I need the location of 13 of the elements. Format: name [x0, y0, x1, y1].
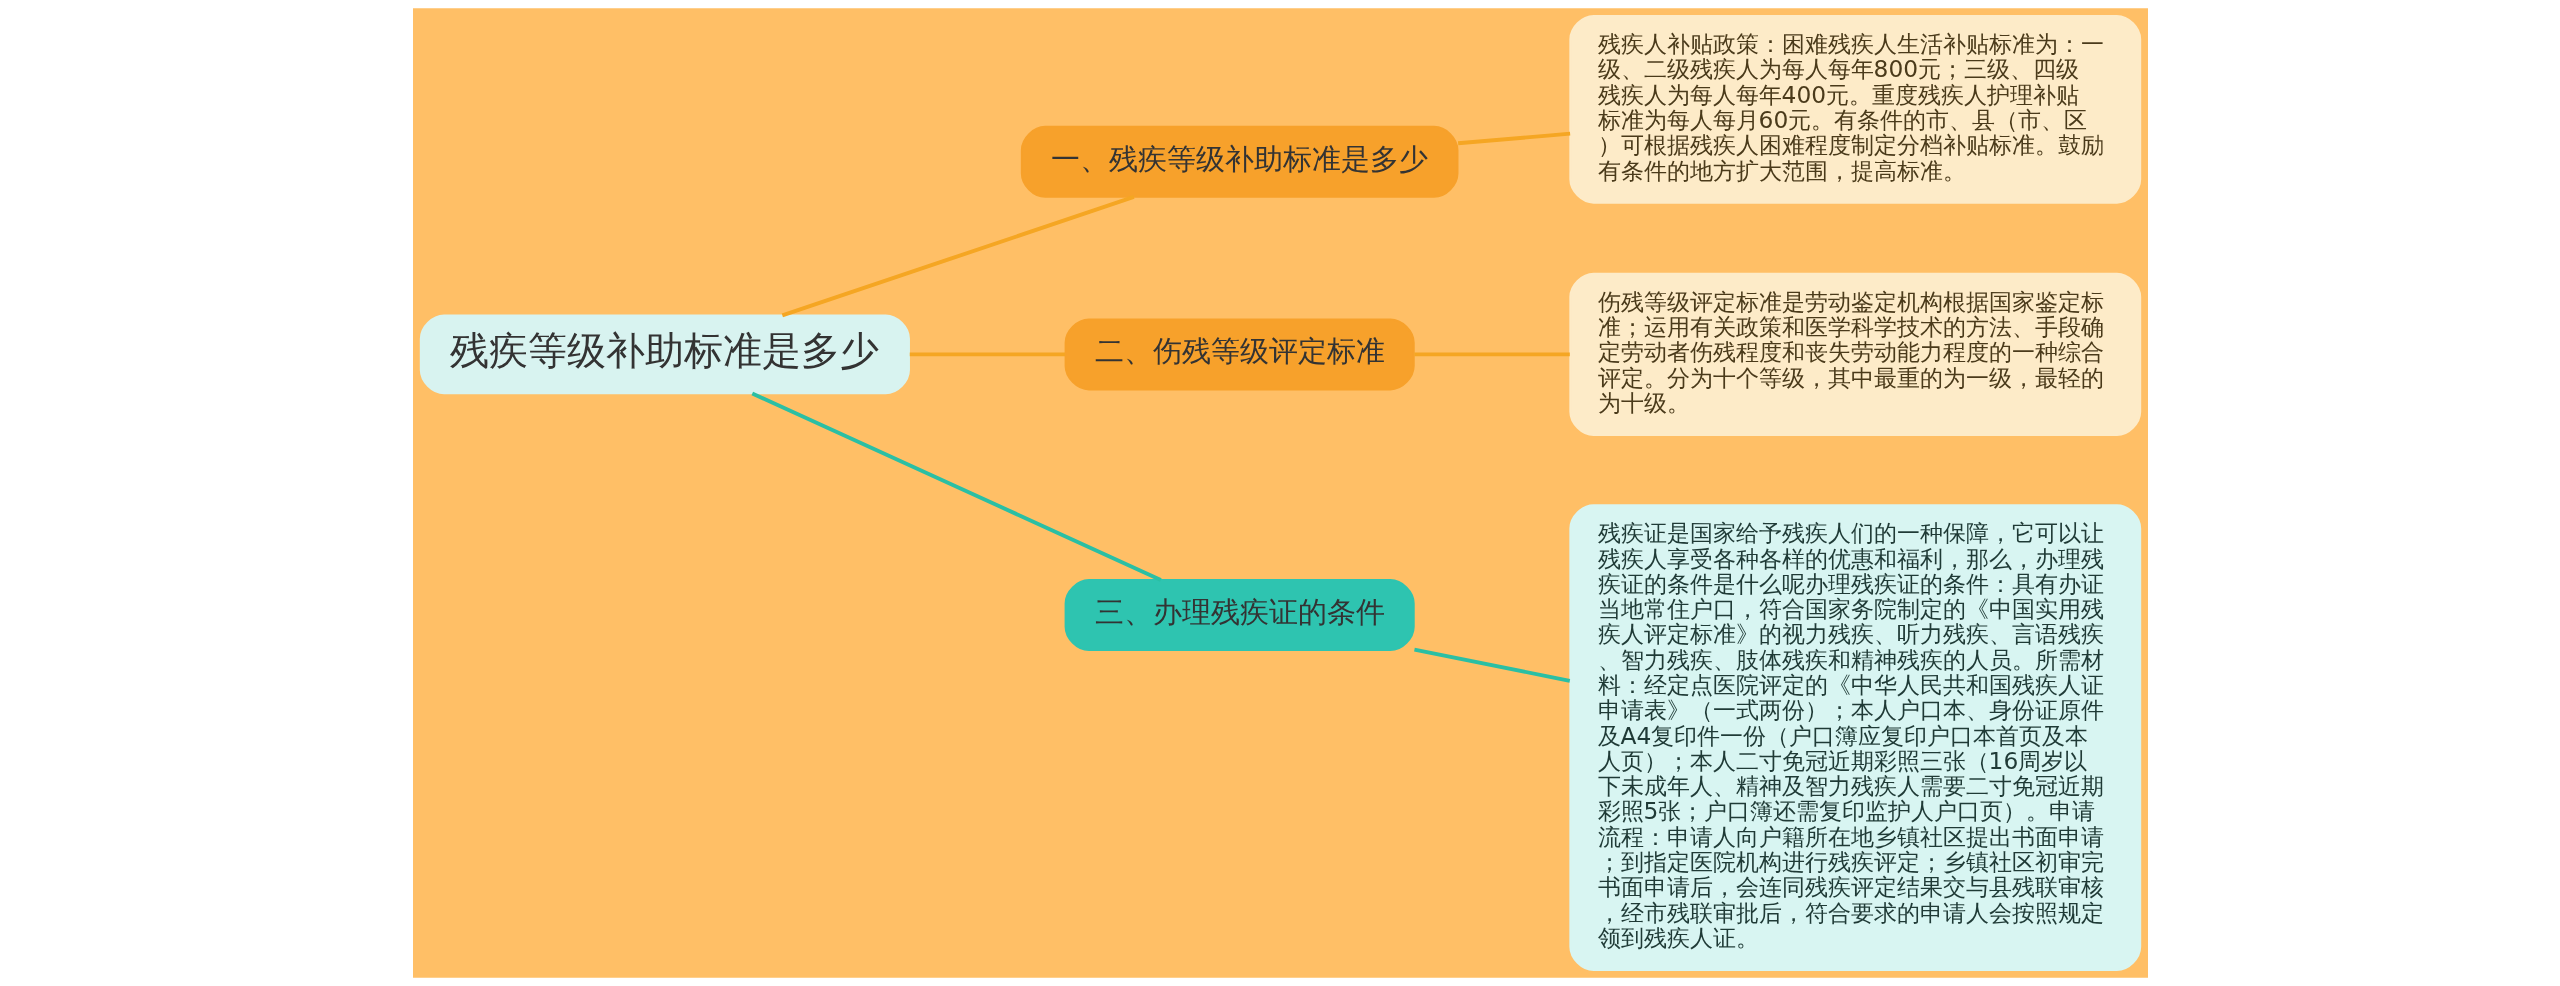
node-box: 残疾等级补助标准是多少	[419, 314, 910, 395]
connector	[1413, 352, 1570, 357]
connector	[1413, 647, 1570, 683]
connector	[751, 391, 1162, 582]
node-box: 残疾人补贴政策：困难残疾人生活补贴标准为：一级、二级残疾人为每人每年800元；三级、四级残疾人为每人每年400元。重度残疾人护理补贴标准为每人每月60元。有条件的市、县（市、区）可根据残疾人困难程度制定分档补贴标准。鼓励有条件的地方扩大范围，提高标准。	[1568, 15, 2141, 204]
node-box: 一、残疾等级补助标准是多少	[1020, 125, 1458, 198]
connector	[909, 352, 1065, 357]
connector	[781, 195, 1134, 318]
node-box: 三、办理残疾证的条件	[1064, 579, 1415, 652]
node-box: 伤残等级评定标准是劳动鉴定机构根据国家鉴定标准；运用有关政策和医学科学技术的方法、手段确定劳动者伤残程度和丧失劳动能力程度的一种综合评定。分为十个等级，其中最重的为一级，最轻的为十级。	[1568, 272, 2141, 437]
node-box: 残疾证是国家给予残疾人们的一种保障，它可以让残疾人享受各种各样的优惠和福利，那么，办理残疾证的条件是什么呢办理残疾证的条件：具有办证当地常住户口，符合国家务院制定的《中国实用残疾人评定标准》的视力残疾、听力残疾、言语残疾、智力残疾、肢体残疾和精神残疾的人员。所需材料：经定点医院评定的《中华人民共和国残疾人证申请表》（一式两份）；本人户口本、身份证原件及A4复印件一份（户口簿应复印户口本首页及本人页）；本人二寸免冠近期彩照三张（16周岁以下未成年人、精神及智力残疾人需要二寸免冠近期彩照5张；户口簿还需复印监护人户口页）。申请流程：申请人向户籍所在地乡镇社区提出书面申请；到指定医院机构进行残疾评定；乡镇社区初审完书面申请后，会连同残疾评定结果交与县残联审核，经市残联审批后，符合要求的申请人会按照规定领到残疾人证。	[1568, 504, 2141, 971]
node-box: 二、伤残等级评定标准	[1064, 318, 1415, 391]
connector	[1457, 131, 1570, 146]
